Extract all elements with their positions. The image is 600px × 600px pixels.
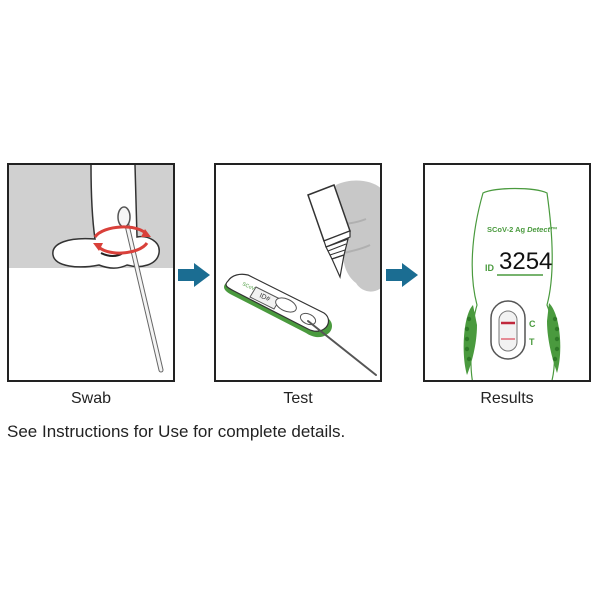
nose-swab-illustration [9, 165, 173, 373]
test-panel: SCoV-2 Ag ID# [214, 163, 382, 382]
swab-panel [7, 163, 175, 382]
result-window [498, 310, 518, 352]
test-cassette-icon: SCoV-2 Ag ID# [224, 273, 332, 338]
device-right-grip [547, 303, 561, 373]
cassette-id-tag: ID# [258, 292, 271, 303]
device-id-number: 3254 [499, 248, 552, 275]
step-label-results: Results [480, 390, 534, 407]
swab-tip [117, 206, 131, 228]
swab-in-cassette [307, 320, 377, 376]
control-mark: C [529, 319, 536, 329]
step-label-swab: Swab [70, 390, 112, 407]
next-step-arrow-icon [178, 263, 210, 292]
dropper-bottle-icon [307, 184, 351, 280]
device-brand: SCoV-2 Ag [487, 225, 525, 234]
device-brand-suffix: Detect™ [527, 225, 557, 234]
dropper-test-illustration: SCoV-2 Ag ID# [224, 180, 380, 376]
next-step-arrow-icon [386, 263, 418, 292]
step-label-test: Test [283, 390, 313, 407]
face-background [9, 165, 173, 268]
device-left-grip [463, 305, 477, 375]
device-id-label: ID [485, 263, 495, 273]
rotate-icon [93, 225, 151, 255]
test-mark: T [529, 337, 535, 347]
instructions-note: See Instructions for Use for complete de… [7, 422, 346, 441]
